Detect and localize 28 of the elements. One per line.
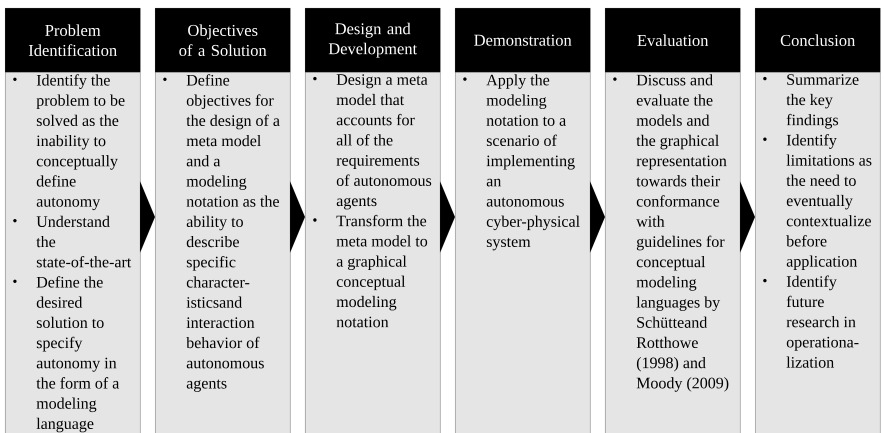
step-box <box>5 72 140 433</box>
step-box <box>305 72 440 433</box>
chevron-arrow <box>590 181 605 253</box>
bullet-item: Apply the modeling notation to a scenario of implementing an autonomous cyber-physical system <box>463 74 580 250</box>
chevron-arrow <box>290 181 305 253</box>
chevron-arrow <box>440 181 455 253</box>
step-box <box>605 72 740 433</box>
step-header: Demonstration <box>455 8 590 72</box>
bullet-item: Define objectives for the design of a meta model and a modeling notation as the ability to describe specific character-isticsand interaction behavior of autonomous agents <box>163 74 280 392</box>
bullet-item: Identify the problem to be solved as the inability to conceptually define autonomy <box>13 74 125 210</box>
step-box <box>155 72 290 433</box>
chevron-arrow <box>140 181 155 253</box>
bullet-item: Transform the meta model to a graphical conceptual modeling notation <box>313 214 428 328</box>
step-box <box>755 72 880 433</box>
bullet-item: Identify limitations as the need to eventually contextualize before application <box>763 134 872 270</box>
bullet-item: Summarize the key findings <box>763 74 858 129</box>
bullet-item: Discuss and evaluate the models and the graphical representation towards their conformance with guidelines for conceptual modeling languages by Schütteand Rotthowe (1998) and Moody (2009) <box>613 74 728 392</box>
bullet-item: Identify future research in operationa-lization <box>763 276 858 368</box>
bullet-item: Understand the state-of-the-art <box>13 216 132 268</box>
step-header: Evaluation <box>605 8 740 72</box>
step-header: Problem Identification <box>5 8 140 72</box>
step-header: Conclusion <box>755 8 880 72</box>
step-box <box>455 72 590 433</box>
bullet-item: Design a meta model that accounts for all of the requirements of autonomous agents <box>313 74 432 210</box>
chevron-arrow <box>740 181 755 253</box>
step-header: Objectives of a Solution <box>155 8 290 72</box>
step-header: Design and Development <box>305 8 440 72</box>
bullet-item: Define the desired solution to specify autonomy in the form of a modeling language <box>13 276 120 432</box>
